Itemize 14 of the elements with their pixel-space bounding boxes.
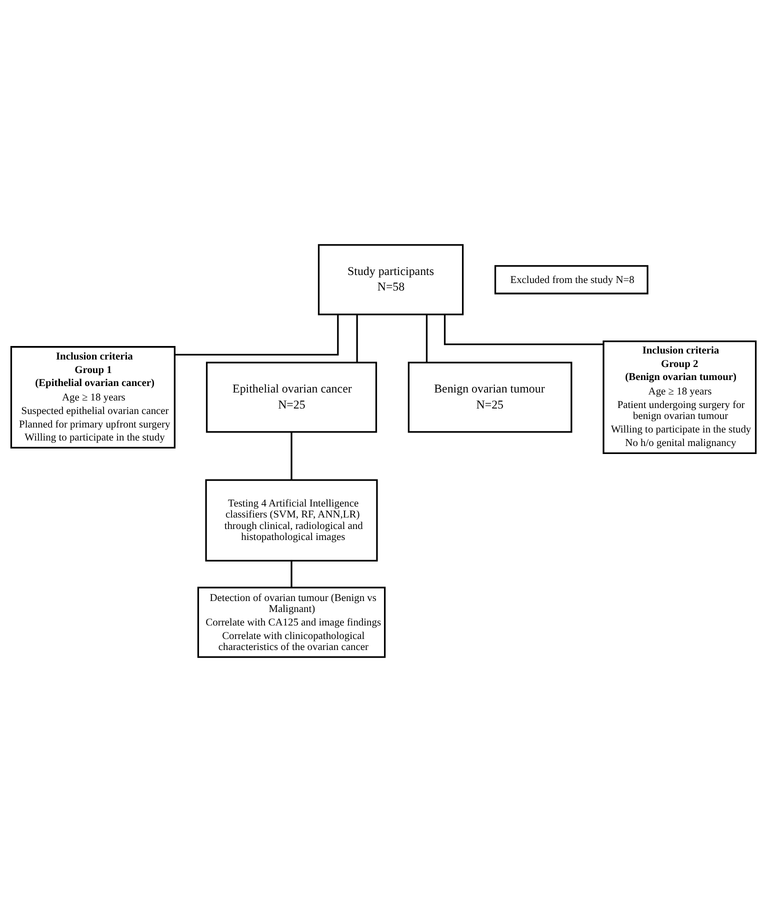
node-box: Inclusion criteria Group 1 (Epithelial ovarian cancer) Age ≥ 18 years Suspected epithelial ovarian cancer Planned for primary upfront surgery Willing to participate in the study	[10, 346, 176, 448]
connector	[290, 560, 292, 587]
node-box: Benign ovarian tumour N=25	[408, 361, 572, 432]
connector	[426, 314, 428, 362]
connector	[290, 432, 292, 480]
node-box: Epithelial ovarian cancer N=25	[206, 361, 378, 432]
node-box: Inclusion criteria Group 2 (Benign ovarian tumour) Age ≥ 18 years Patient undergoing surgery for benign ovarian tumour Willing to participate in the study No h/o genital malignancy	[602, 340, 757, 454]
connector	[444, 314, 604, 345]
node-box: Excluded from the study N=8	[494, 264, 648, 294]
node-box: Study participants N=58	[318, 244, 464, 315]
node-box: Detection of ovarian tumour (Benign vs Malignant) Correlate with CA125 and image findings Correlate with clinicopathological characteristics of the ovarian cancer	[197, 586, 386, 658]
connector	[174, 314, 339, 356]
connector	[356, 314, 358, 362]
node-box: Testing 4 Artificial Intelligence classifiers (SVM, RF, ANN,LR) through clinical, radiological and histopathological images	[205, 478, 378, 562]
